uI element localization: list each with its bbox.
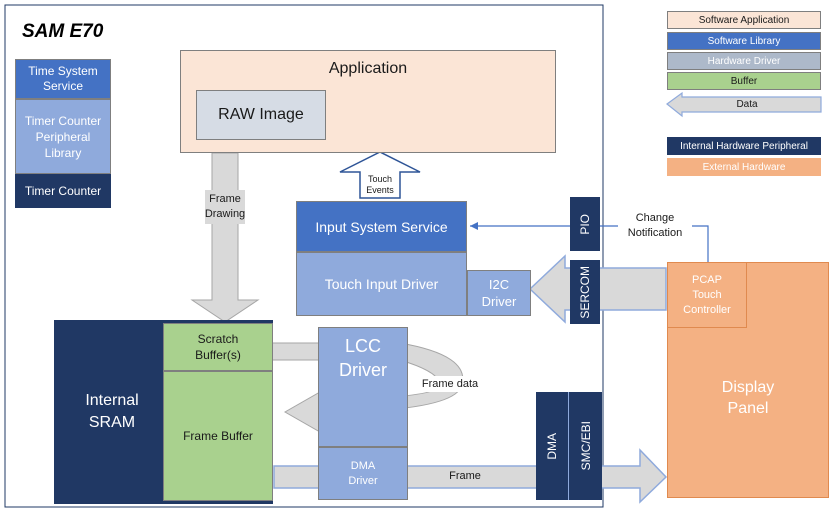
dma-driver-block: DMA Driver [318,447,408,500]
legend-data: Data [736,99,758,110]
scratch-buffer-block: Scratch Buffer(s) [163,323,273,371]
i2c-driver-block: I2C Driver [467,270,531,316]
frame-drawing-label: Frame Drawing [205,190,245,224]
legend-internal-peripheral: Internal Hardware Peripheral [667,137,821,155]
change-notification-line [470,225,709,262]
raw-image-block: RAW Image [196,90,326,140]
legend-buffer: Buffer [667,72,821,90]
pio-label: PIO [578,213,592,235]
change-notification-label: Change Notification [618,211,692,241]
sercom-block: SERCOM [570,260,600,324]
legend-software-library: Software Library [667,32,821,50]
sercom-label: SERCOM [578,265,592,319]
touch-events-label: Touch Events [366,174,394,195]
legend-software-application: Software Application [667,11,821,29]
pcap-touch-controller-block: PCAP Touch Controller [667,262,747,328]
smc-ebi-label: SMC/EBI [578,421,593,471]
sam-e70-boundary [4,4,604,508]
frame-drawing-arrow [190,152,260,323]
touch-events-arrow [339,151,421,199]
touch-input-driver-block: Touch Input Driver [296,252,467,316]
dma-label: DMA [545,432,559,460]
legend-external-hardware: External Hardware [667,158,821,176]
time-system-service-block: Time System Service [15,59,111,99]
smc-ebi-block: SMC/EBI [568,392,602,500]
timer-counter-block: Timer Counter [15,174,111,208]
pio-block: PIO [570,197,600,251]
display-panel-label: Display Panel [721,379,775,417]
frame-data-label: Frame data [412,376,488,392]
frame-label: Frame [449,470,481,482]
frame-buffer-block: Frame Buffer [163,371,273,501]
change-notification-arrowhead [470,222,478,230]
dma-block: DMA [536,392,568,500]
timer-counter-plib-block: Timer Counter Peripheral Library [15,99,111,174]
legend-hardware-driver: Hardware Driver [667,52,821,70]
internal-sram-label: Internal SRAM [85,392,139,431]
input-system-service-block: Input System Service [296,201,467,252]
lcc-driver-block: LCC Driver [318,327,408,447]
page-title: SAM E70 [22,21,104,42]
